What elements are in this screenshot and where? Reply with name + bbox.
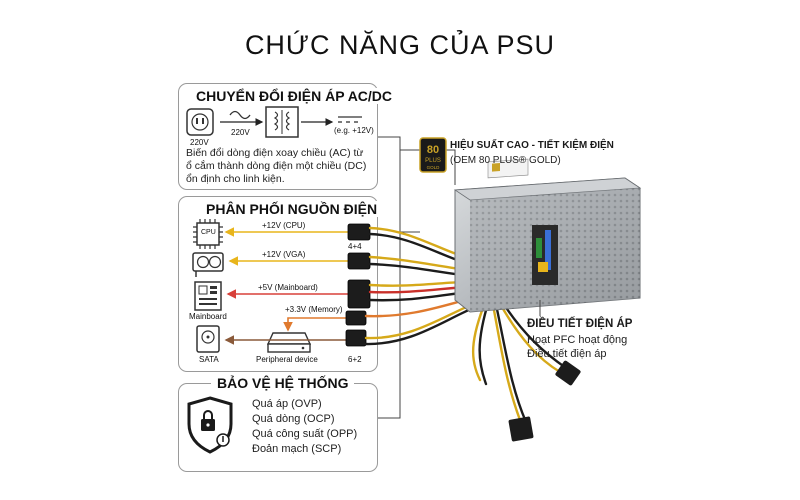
badge-top: 80 xyxy=(427,144,439,156)
80-plus-gold-badge: 80 PLUS GOLD xyxy=(419,137,447,173)
description-line: ổ cắm thành dòng điện một chiều (DC) xyxy=(186,160,367,172)
regulation-line: Điều tiết điện áp xyxy=(527,348,607,360)
mainboard-icon xyxy=(194,281,222,311)
efficiency-subtitle: (OEM 80 PLUS® GOLD) xyxy=(450,155,561,166)
ac-dc-title: CHUYỂN ĐỔI ĐIỆN ÁP AC/DC xyxy=(190,88,399,104)
bottom-connectors xyxy=(508,360,581,442)
regulation-line: Hoạt PFC hoạt động xyxy=(527,334,628,346)
protection-item: Quá áp (OVP) xyxy=(252,398,322,410)
protection-item: Quá công suất (OPP) xyxy=(252,428,358,440)
line-3v3-memory xyxy=(283,317,346,332)
peripheral-label: Peripheral device xyxy=(256,355,318,364)
badge-bottom: GOLD xyxy=(427,165,441,170)
cpu-icon xyxy=(193,219,223,249)
efficiency-title: HIỆU SUẤT CAO - TIẾT KIỆM ĐIỆN xyxy=(450,140,614,151)
ac-dc-description: Biến đổi dòng điện xoay chiều (AC) từ ổ … xyxy=(186,147,374,186)
line-label-12v-cpu: +12V (CPU) xyxy=(262,221,306,230)
peripheral-device-icon xyxy=(266,332,312,353)
page-title: CHỨC NĂNG CỦA PSU xyxy=(244,30,556,60)
mainboard-label: Mainboard xyxy=(189,312,227,321)
connector-bracket xyxy=(378,136,456,419)
regulation-title: ĐIỀU TIẾT ĐIỆN ÁP xyxy=(527,318,633,330)
line-label-3v3-memory: +3.3V (Memory) xyxy=(285,305,343,314)
cable-connectors xyxy=(345,223,371,347)
outlet-icon xyxy=(186,108,214,136)
thermometer-icon xyxy=(216,433,230,447)
dc-output-label: (e.g. +12V) xyxy=(334,126,374,135)
description-line: Biến đổi dòng điện xoay chiều (AC) từ xyxy=(186,147,364,159)
ac-input-label: 220V xyxy=(190,138,209,147)
dc-output-icon xyxy=(301,116,362,126)
psu-unit xyxy=(453,158,642,313)
line-label-5v-mainboard: +5V (Mainboard) xyxy=(258,283,318,292)
badge-mid: PLUS xyxy=(425,158,441,164)
connector-label-4-4: 4+4 xyxy=(348,242,362,251)
regulation-lines: Hoạt PFC hoạt động Điều tiết điện áp xyxy=(527,333,627,361)
protection-title: BẢO VỆ HỆ THỐNG xyxy=(211,375,355,391)
ac-wave-icon xyxy=(220,110,264,126)
hdd-icon xyxy=(196,325,220,353)
connector-label-6-2: 6+2 xyxy=(348,355,362,364)
protection-item: Đoản mạch (SCP) xyxy=(252,443,342,455)
line-label-12v-vga: +12V (VGA) xyxy=(262,250,306,259)
ac-wave-label: 220V xyxy=(231,128,250,137)
protection-item: Quá dòng (OCP) xyxy=(252,413,335,425)
sata-label: SATA xyxy=(199,355,219,364)
protection-list: Quá áp (OVP) Quá dòng (OCP) Quá công suấ… xyxy=(252,397,357,457)
distribution-lines xyxy=(224,227,348,345)
transformer-icon xyxy=(265,106,299,138)
cpu-label: CPU xyxy=(201,229,216,236)
description-line: ổn định cho linh kiện. xyxy=(186,173,285,185)
gpu-icon xyxy=(192,252,224,277)
distribution-title: PHÂN PHỐI NGUỒN ĐIỆN xyxy=(200,201,384,217)
